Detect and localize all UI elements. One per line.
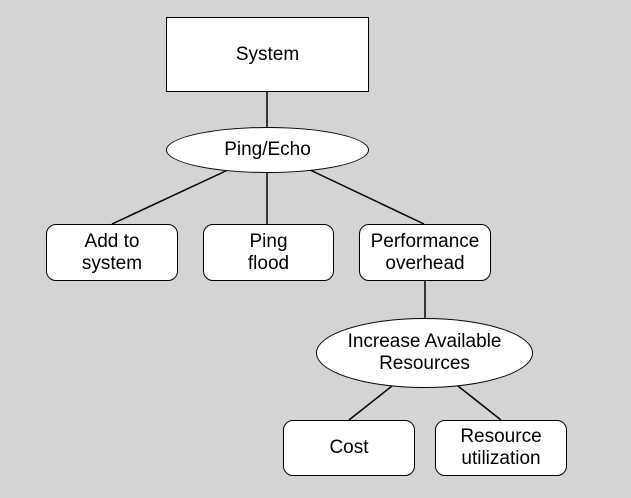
ping-echo-label: Ping/Echo	[224, 139, 311, 160]
resource-utilization-line2: utilization	[461, 448, 541, 469]
ping-flood-line2: flood	[247, 252, 290, 274]
performance-overhead-line1: Performance	[370, 230, 480, 252]
increase-resources-node: Increase Available Resources	[316, 318, 533, 388]
ping-echo-node: Ping/Echo	[166, 127, 369, 173]
ping-flood-line1: Ping	[249, 230, 288, 252]
system-label: System	[235, 43, 300, 65]
increase-resources-line2: Resources	[379, 353, 470, 374]
add-to-system-line1: Add to	[84, 230, 140, 252]
edge-ping-echo-performance-overhead	[307, 168, 425, 225]
performance-overhead-line2: overhead	[385, 252, 465, 274]
resource-utilization-node: Resource utilization	[435, 420, 567, 476]
ping-flood-node: Ping flood	[203, 224, 334, 281]
add-to-system-line2: system	[81, 252, 143, 274]
edge-increase-resources-cost	[348, 385, 393, 421]
add-to-system-node: Add to system	[46, 224, 178, 281]
system-node: System	[166, 17, 369, 92]
resource-utilization-line1: Resource	[460, 426, 542, 447]
performance-overhead-node: Performance overhead	[359, 224, 491, 281]
edge-increase-resources-resource-utilization	[457, 385, 502, 421]
cost-node: Cost	[283, 420, 415, 476]
cost-label: Cost	[329, 437, 369, 458]
increase-resources-line1: Increase Available	[347, 331, 502, 352]
edge-ping-echo-add-to-system	[111, 168, 231, 225]
